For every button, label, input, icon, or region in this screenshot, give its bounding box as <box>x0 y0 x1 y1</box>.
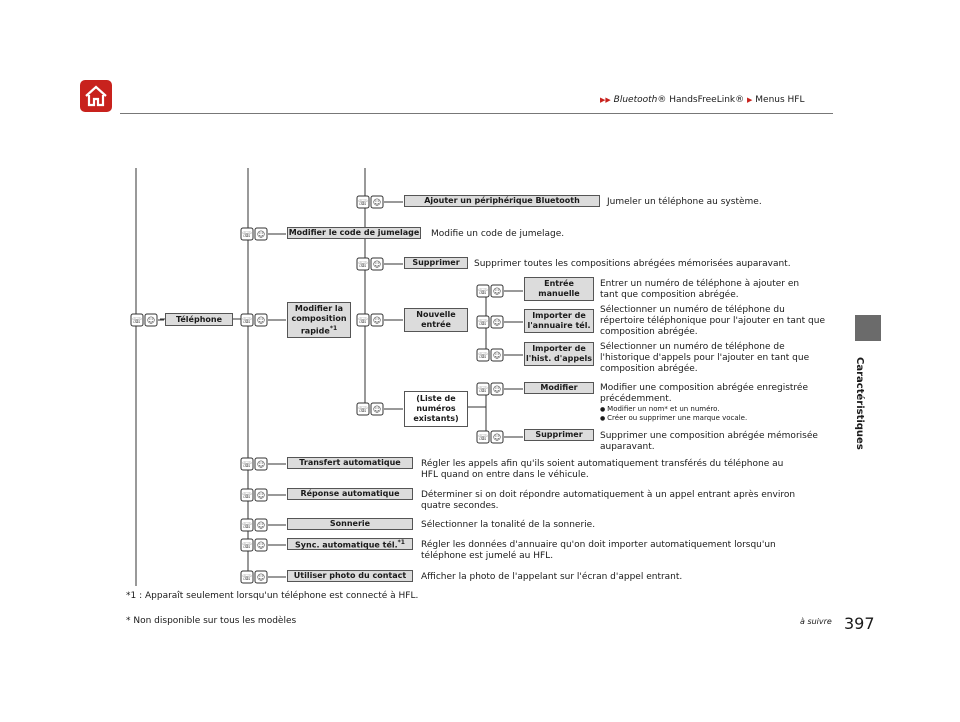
menu-import-phonebook[interactable]: Importer de l'annuaire tél. <box>524 309 594 333</box>
svg-text:☏: ☏ <box>358 260 368 269</box>
phone-voice-icon: ☏☺ <box>476 347 523 362</box>
section-label: Caractéristiques <box>854 357 865 450</box>
svg-text:☺: ☺ <box>257 541 265 550</box>
page-number: 397 <box>844 614 875 633</box>
phone-voice-icon: ☏☺ <box>240 226 286 241</box>
svg-text:☏: ☏ <box>478 433 488 442</box>
svg-text:☏: ☏ <box>478 318 488 327</box>
svg-text:☏: ☏ <box>242 230 252 239</box>
svg-text:☏: ☏ <box>478 287 488 296</box>
phone-voice-icon: ☏☺ <box>356 401 403 416</box>
phone-voice-icon: ☏☺ <box>476 283 523 298</box>
phone-voice-icon: ☏☺ <box>240 456 286 471</box>
menu-telephone[interactable]: Téléphone <box>165 313 233 326</box>
svg-text:☺: ☺ <box>493 351 501 360</box>
chevron-right-icon: ▶▶ <box>600 96 611 104</box>
svg-text:☏: ☏ <box>132 316 142 325</box>
desc-auto-answer: Déterminer si on doit répondre automatiq… <box>421 490 796 511</box>
svg-text:☺: ☺ <box>257 316 265 325</box>
menu-delete[interactable]: Supprimer <box>524 429 594 441</box>
desc-auto-sync: Régler les données d'annuaire qu'on doit… <box>421 540 776 561</box>
menu-caller-photo[interactable]: Utiliser photo du contact <box>287 570 413 582</box>
desc-add-bluetooth: Jumeler un téléphone au système. <box>607 197 762 207</box>
phone-voice-icon: ☏☺ <box>240 537 286 552</box>
svg-text:☺: ☺ <box>373 316 381 325</box>
svg-text:☺: ☺ <box>257 521 265 530</box>
phone-voice-icon: ☏☺ <box>240 569 286 584</box>
svg-text:☏: ☏ <box>358 198 368 207</box>
svg-text:☺: ☺ <box>257 230 265 239</box>
menu-speed-dial[interactable]: Modifier la composition rapide*1 <box>287 302 351 338</box>
home-icon <box>85 85 107 107</box>
phone-voice-icon: ☏☺ <box>240 487 286 502</box>
svg-text:☏: ☏ <box>478 385 488 394</box>
menu-delete-all[interactable]: Supprimer <box>404 257 468 269</box>
menu-modify[interactable]: Modifier <box>524 382 594 394</box>
desc-modify: Modifier une composition abrégée enregis… <box>600 383 830 423</box>
desc-caller-photo: Afficher la photo de l'appelant sur l'éc… <box>421 572 683 582</box>
menu-existing-list[interactable]: (Liste de numéros existants) <box>404 391 468 427</box>
phone-voice-icon: ☏☺ <box>240 312 286 327</box>
menu-ringtone[interactable]: Sonnerie <box>287 518 413 530</box>
phone-voice-icon: ☏☺ <box>476 381 523 396</box>
desc-delete: Supprimer une composition abrégée mémori… <box>600 431 818 452</box>
svg-text:☏: ☏ <box>358 316 368 325</box>
phone-voice-icon: ☏☺ <box>240 517 286 532</box>
svg-text:☏: ☏ <box>242 460 252 469</box>
section-tab <box>855 315 881 341</box>
svg-text:☺: ☺ <box>493 287 501 296</box>
desc-delete-all: Supprimer toutes les compositions abrégé… <box>474 259 791 269</box>
phone-voice-icon: ☏☺ <box>356 194 403 209</box>
header-divider <box>120 113 833 114</box>
menu-new-entry[interactable]: Nouvelle entrée <box>404 308 468 332</box>
svg-text:☏: ☏ <box>478 351 488 360</box>
phone-voice-icon: ☏☺ <box>130 312 168 327</box>
svg-text:☺: ☺ <box>373 260 381 269</box>
desc-auto-transfer: Régler les appels afin qu'ils soient aut… <box>421 459 784 480</box>
svg-text:☺: ☺ <box>373 405 381 414</box>
footnote-2: * Non disponible sur tous les modèles <box>126 616 297 626</box>
breadcrumb: ▶▶ Bluetooth® HandsFreeLink® ▶ Menus HFL <box>600 95 805 105</box>
menu-auto-transfer[interactable]: Transfert automatique <box>287 457 413 469</box>
svg-text:☏: ☏ <box>358 405 368 414</box>
desc-manual-entry: Entrer un numéro de téléphone à ajouter … <box>600 279 800 300</box>
desc-ringtone: Sélectionner la tonalité de la sonnerie. <box>421 520 596 530</box>
phone-voice-icon: ☏☺ <box>476 429 523 444</box>
svg-text:☺: ☺ <box>257 573 265 582</box>
svg-text:☏: ☏ <box>242 521 252 530</box>
menu-import-history[interactable]: Importer de l'hist. d'appels <box>524 342 594 366</box>
svg-text:☺: ☺ <box>373 198 381 207</box>
home-button[interactable] <box>80 80 112 112</box>
footnote-1: *1 : Apparaît seulement lorsqu'un téléph… <box>126 591 419 601</box>
svg-text:☏: ☏ <box>242 316 252 325</box>
desc-import-phonebook: Sélectionner un numéro de téléphone du r… <box>600 305 825 337</box>
phone-voice-icon: ☏☺ <box>356 312 403 327</box>
menu-pairing-code[interactable]: Modifier le code de jumelage <box>287 227 421 239</box>
phone-voice-icon: ☏☺ <box>356 256 403 271</box>
svg-text:☺: ☺ <box>257 460 265 469</box>
svg-text:☏: ☏ <box>242 573 252 582</box>
phone-voice-icon: ☏☺ <box>476 314 523 329</box>
desc-pairing-code: Modifie un code de jumelage. <box>431 229 565 239</box>
menu-manual-entry[interactable]: Entrée manuelle <box>524 277 594 301</box>
menu-add-bluetooth[interactable]: Ajouter un périphérique Bluetooth <box>404 195 600 207</box>
svg-text:☺: ☺ <box>493 385 501 394</box>
svg-text:☺: ☺ <box>147 316 155 325</box>
desc-import-history: Sélectionner un numéro de téléphone de l… <box>600 342 810 374</box>
svg-text:☺: ☺ <box>493 318 501 327</box>
continued-label: à suivre <box>800 617 832 626</box>
chevron-right-icon: ▶ <box>747 96 753 104</box>
svg-text:☏: ☏ <box>242 541 252 550</box>
svg-text:☺: ☺ <box>257 491 265 500</box>
svg-text:☏: ☏ <box>242 491 252 500</box>
menu-auto-answer[interactable]: Réponse automatique <box>287 488 413 500</box>
svg-text:☺: ☺ <box>493 433 501 442</box>
menu-auto-sync[interactable]: Sync. automatique tél.*1 <box>287 538 413 550</box>
